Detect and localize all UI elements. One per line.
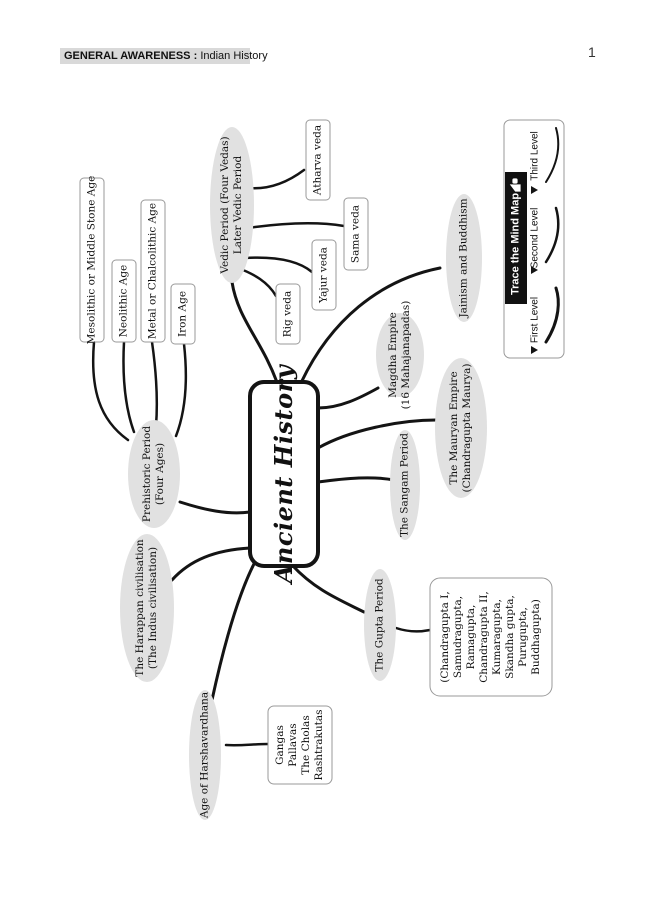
- bubble-harsha: [189, 690, 221, 820]
- node-mesolithic: Mesolithic or Middle Stone Age: [85, 175, 98, 345]
- branch-iron: [174, 342, 188, 438]
- bubble-jainism: [446, 194, 482, 322]
- bubble-magadha: [376, 313, 424, 397]
- branch-yajur: [243, 256, 314, 274]
- legend-title-bg: [505, 172, 527, 304]
- node-harappan: The Harappan civilisation(The Indus civi…: [134, 539, 159, 677]
- legend-curve-third: [545, 127, 560, 183]
- bubble-prehistoric: [128, 420, 180, 528]
- header-section: GENERAL AWARENESS :: [64, 50, 198, 62]
- node-prehistoric: Prehistoric Period(Four Ages): [141, 425, 166, 523]
- branch-atharva: [246, 168, 306, 190]
- page-header: GENERAL AWARENESS : Indian History: [60, 48, 268, 64]
- node-gupta: The Gupta Period: [373, 578, 386, 672]
- legend-third-level: Third Level: [529, 131, 541, 181]
- header-topic: Indian History: [200, 50, 268, 62]
- box-mesolithic: [79, 177, 105, 343]
- branch-magadha: [316, 386, 380, 410]
- legend-title: Trace the Mind Map: [509, 192, 522, 296]
- bubble-sangam: [390, 430, 420, 540]
- branch-harappan: [170, 546, 252, 582]
- box-sama: [343, 197, 369, 271]
- central-node-box: [248, 380, 320, 568]
- bubble-vedic: [210, 127, 254, 283]
- box-atharva: [305, 119, 331, 201]
- node-iron: Iron Age: [176, 290, 189, 338]
- bubble-mauryan: [435, 358, 487, 498]
- node-sama: Sama veda: [349, 204, 362, 264]
- branch-mesolithic: [91, 340, 130, 442]
- legend-curve-second: [544, 206, 560, 264]
- node-chalcolithic: Metal or Chalcolithic Age: [146, 202, 159, 340]
- bubble-gupta: [364, 569, 396, 681]
- branch-chalcolithic: [150, 340, 159, 428]
- node-magadha: Magdha Empire(16 Mahajanapadas): [387, 300, 412, 410]
- branch-harsha: [210, 558, 258, 702]
- branch-mauryan: [316, 418, 438, 450]
- branch-dynasties: [224, 742, 270, 747]
- legend-arrow-first: [531, 346, 538, 354]
- branch-vedic: [230, 280, 280, 387]
- branch-gupta: [290, 563, 366, 614]
- branch-neolithic: [122, 340, 136, 434]
- page-number: 1: [588, 44, 596, 60]
- branch-prehistoric: [178, 500, 252, 515]
- node-neolithic: Neolithic Age: [117, 264, 130, 338]
- node-dynasties: Gangas Pallavas The Cholas Rashtrakutas: [274, 709, 325, 781]
- box-iron: [170, 283, 196, 345]
- node-jainism: Jainism and Buddhism: [457, 198, 470, 318]
- box-yajur: [311, 239, 337, 311]
- legend-second-level: Second Level: [529, 207, 541, 269]
- central-title: Ancient History: [269, 364, 298, 584]
- box-rig: [275, 283, 301, 345]
- node-sangam: The Sangam Period: [398, 432, 411, 538]
- branch-sama: [246, 221, 346, 230]
- branch-jainism: [298, 266, 442, 387]
- node-harsha: Age of Harshavardhana: [198, 691, 211, 819]
- node-gupta-rulers: (Chandragupta I, Samudragupta, Ramagupta…: [439, 591, 542, 683]
- legend-arrow-second: [531, 266, 538, 274]
- node-rig: Rig veda: [281, 290, 294, 338]
- pointing-hand-icon: [508, 177, 522, 193]
- node-mauryan: The Mauryan Empire(Chandragupta Maurya): [448, 363, 473, 493]
- legend-arrow-third: [531, 186, 538, 194]
- bubble-harappan: [120, 534, 174, 682]
- branch-sangam: [316, 476, 396, 484]
- branch-gupta-rulers: [394, 626, 432, 633]
- box-chalcolithic: [140, 199, 166, 343]
- box-neolithic: [111, 259, 137, 343]
- box-gupta-rulers: [429, 577, 553, 697]
- legend-first-level: First Level: [529, 296, 541, 344]
- node-atharva: Atharva veda: [311, 124, 324, 196]
- legend-curve-first: [544, 286, 560, 344]
- node-yajur: Yajur veda: [317, 247, 330, 303]
- node-vedic: Vedic Period (Four Vedas)Later Vedic Per…: [219, 136, 244, 274]
- box-dynasties: [267, 705, 333, 785]
